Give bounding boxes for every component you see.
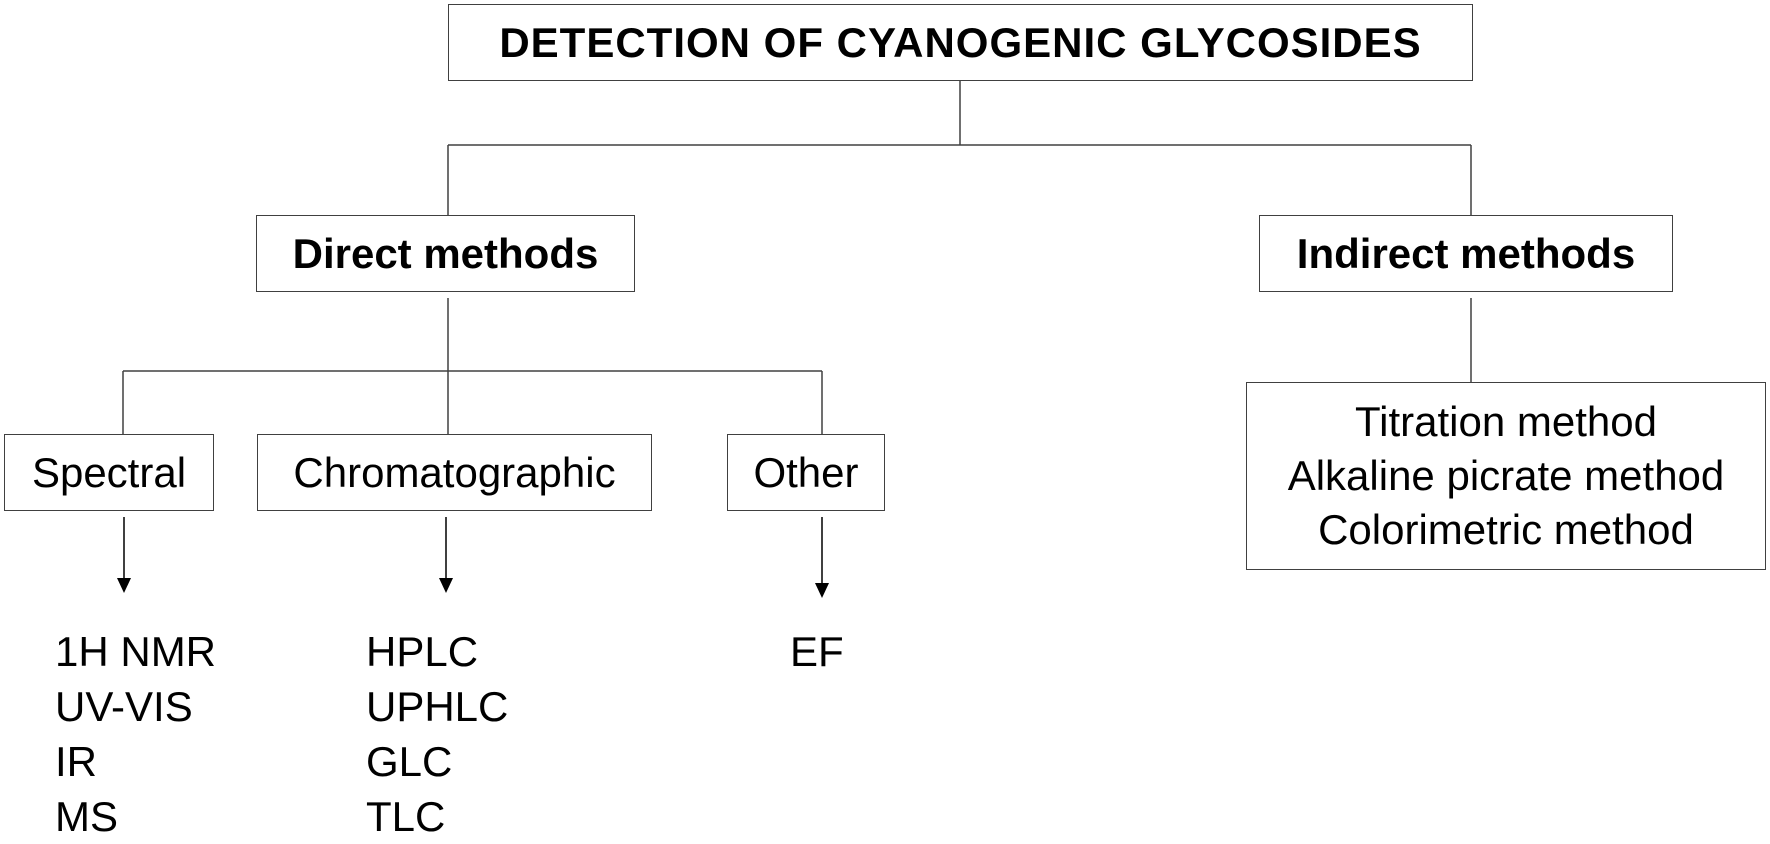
indirect-method-item: Alkaline picrate method <box>1287 452 1725 499</box>
other-methods-list: EF <box>790 624 844 679</box>
other-node: Other <box>727 434 885 511</box>
chromatographic-method-item: HPLC <box>366 628 479 675</box>
chromatographic-method-item: UPHLC <box>366 683 509 730</box>
spectral-method-item: MS <box>55 793 118 840</box>
spectral-method-item: IR <box>55 738 97 785</box>
indirect-methods-node: Indirect methods <box>1259 215 1673 292</box>
indirect-method-item: Titration method <box>1355 398 1657 445</box>
direct-methods-label: Direct methods <box>292 229 599 277</box>
spectral-methods-list: 1H NMR UV-VIS IR MS <box>55 624 216 844</box>
chromatographic-node: Chromatographic <box>257 434 652 511</box>
other-label: Other <box>753 448 859 496</box>
chromatographic-methods-list: HPLC UPHLC GLC TLC <box>366 624 508 844</box>
indirect-methods-label: Indirect methods <box>1296 229 1636 277</box>
indirect-method-item: Colorimetric method <box>1318 506 1694 553</box>
spectral-label: Spectral <box>31 448 187 496</box>
diagram-title: DETECTION OF CYANOGENIC GLYCOSIDES <box>448 4 1473 81</box>
spectral-arrowhead <box>117 578 131 593</box>
diagram-title-text: DETECTION OF CYANOGENIC GLYCOSIDES <box>499 18 1422 66</box>
indirect-methods-list: Titration method Alkaline picrate method… <box>1246 382 1766 570</box>
direct-methods-node: Direct methods <box>256 215 635 292</box>
chromatographic-arrowhead <box>439 578 453 593</box>
spectral-method-item: UV-VIS <box>55 683 193 730</box>
other-arrowhead <box>815 583 829 598</box>
spectral-method-item: 1H NMR <box>55 628 217 675</box>
chromatographic-method-item: TLC <box>366 793 446 840</box>
other-method-item: EF <box>790 628 844 675</box>
spectral-node: Spectral <box>4 434 214 511</box>
chromatographic-method-item: GLC <box>366 738 453 785</box>
chromatographic-label: Chromatographic <box>293 448 616 496</box>
